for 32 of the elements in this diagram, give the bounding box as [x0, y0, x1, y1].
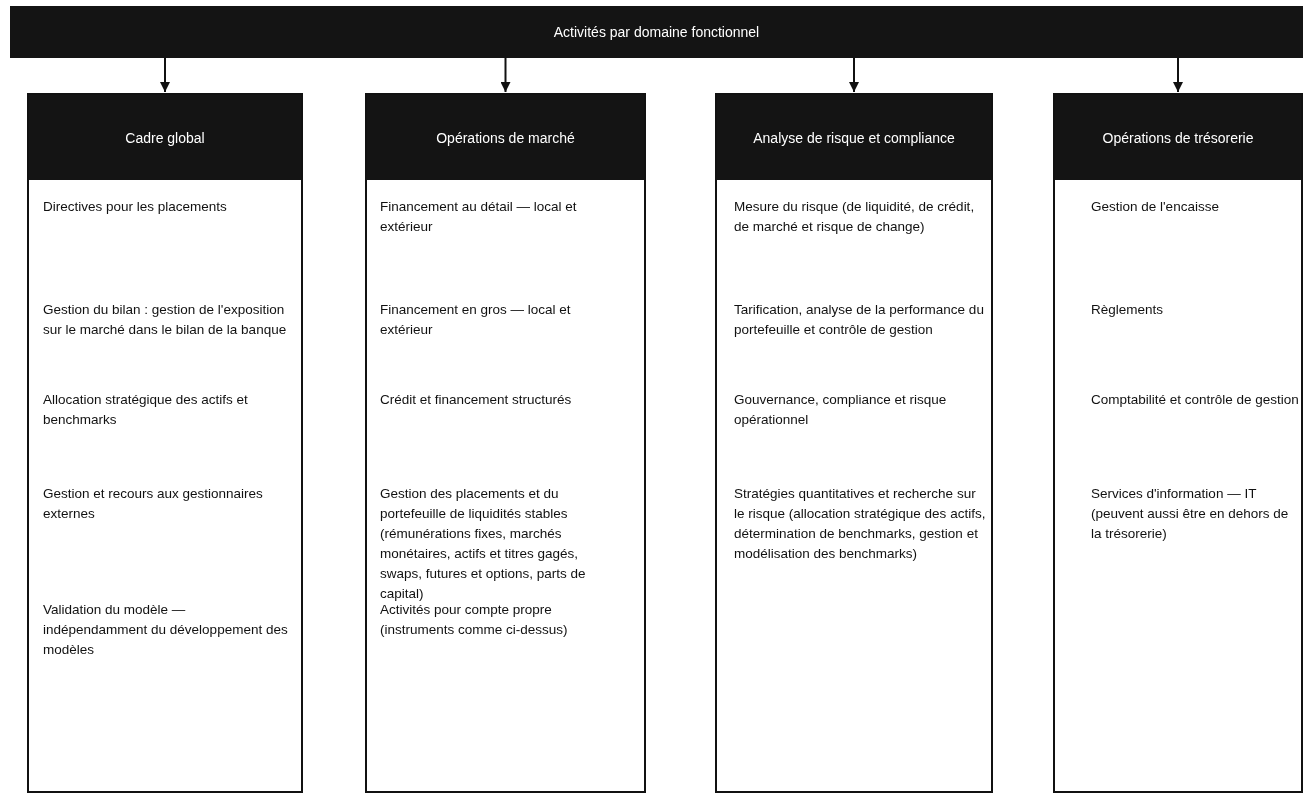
domain-column	[1053, 93, 1303, 793]
activity-text: Stratégies quantitatives et recherche sur le risque (allocation stratégique des actifs, détermination de benchmarks, gestion et modélisation des benchmarks)	[734, 485, 987, 563]
title-band	[10, 6, 1303, 58]
activity-text: Gestion du bilan : gestion de l'exposition sur le marché dans le bilan de la banque	[43, 301, 288, 339]
activity-text: Directives pour les placements	[43, 198, 228, 216]
activity-text: Gouvernance, compliance et risque opérationnel	[734, 391, 948, 429]
arrow	[500, 57, 511, 93]
arrow	[1173, 57, 1183, 93]
activity-text: Mesure du risque (de liquidité, de crédit, de marché et risque de change)	[734, 198, 976, 236]
activity-text: Gestion et recours aux gestionnaires externes	[43, 485, 264, 523]
activity-text: Services d'information — IT (peuvent aussi être en dehors de la trésorerie)	[1091, 485, 1290, 543]
arrow	[160, 57, 170, 93]
column-header: Cadre global	[29, 95, 301, 180]
domain-column	[27, 93, 303, 793]
activity-text: Activités pour compte propre (instruments comme ci-dessus)	[380, 601, 569, 639]
domain-column	[365, 93, 646, 793]
activity-text: Financement au détail — local et extérieur	[380, 198, 578, 236]
band-title: Activités par domaine fonctionnel	[553, 22, 760, 42]
activity-text: Crédit et financement structurés	[380, 391, 573, 409]
activity-text: Allocation stratégique des actifs et benchmarks	[43, 391, 249, 429]
column-header: Opérations de trésorerie	[1055, 95, 1301, 180]
activity-text: Financement en gros — local et extérieur	[380, 301, 572, 339]
arrow	[849, 57, 859, 93]
column-header: Opérations de marché	[367, 95, 644, 180]
domain-column	[715, 93, 993, 793]
activity-text: Tarification, analyse de la performance du portefeuille et contrôle de gestion	[734, 301, 985, 339]
activity-text: Comptabilité et contrôle de gestion	[1091, 391, 1300, 409]
column-header: Analyse de risque et compliance	[717, 95, 991, 180]
activity-text: Validation du modèle — indépendamment du développement des modèles	[43, 601, 289, 659]
activity-text: Règlements	[1091, 301, 1165, 319]
activity-text: Gestion des placements et du portefeuille de liquidités stables (rémunérations fixes, marchés monétaires, actifs et titres gagés, swaps, futures et options, parts de capital)	[380, 485, 587, 603]
activity-text: Gestion de l'encaisse	[1091, 198, 1220, 216]
